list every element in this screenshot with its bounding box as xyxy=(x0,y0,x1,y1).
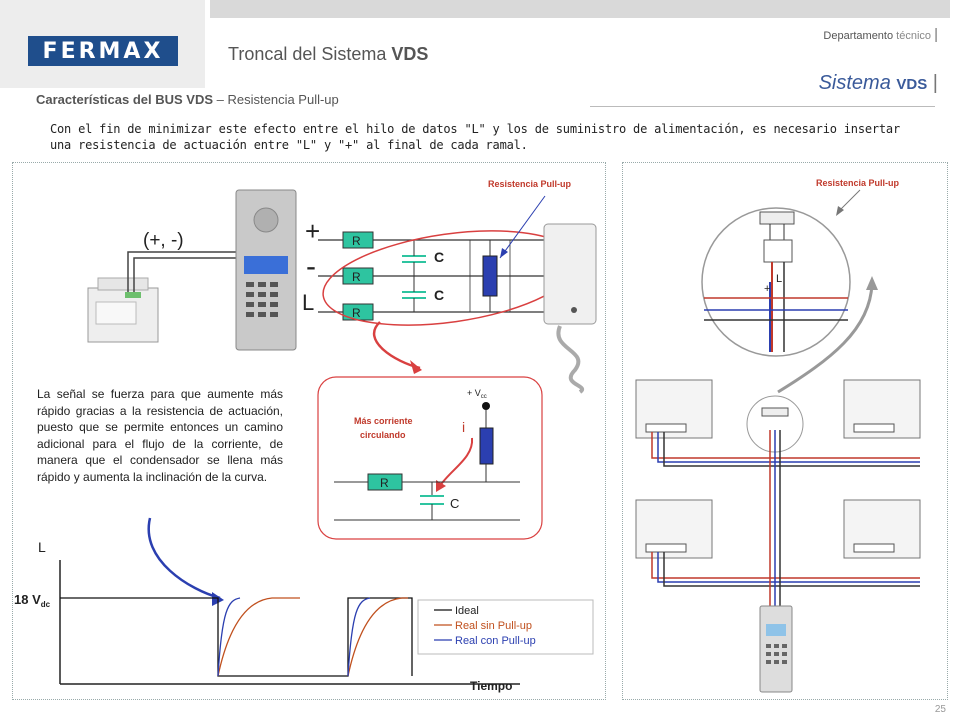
more-current-label: Más corriente xyxy=(354,416,413,426)
monitor-top-right xyxy=(843,379,921,439)
title-bold: VDS xyxy=(391,44,429,64)
resistor-1-label: R xyxy=(352,234,361,248)
bottom-door-panel xyxy=(759,605,793,693)
pullup-label-right: Resistencia Pull-up xyxy=(816,178,900,188)
plus-label: + xyxy=(305,216,320,246)
section-subtitle: Características del BUS VDS – Resistenci… xyxy=(36,92,339,107)
chart-legend xyxy=(417,599,594,655)
monitor-bottom-right xyxy=(843,499,921,559)
subtitle-rest: – Resistencia Pull-up xyxy=(213,92,339,107)
page-number: 25 xyxy=(934,704,946,715)
supply-polarity-label: (+, -) xyxy=(143,230,184,251)
zoom-circle xyxy=(701,207,851,357)
logo-text: FERMAX xyxy=(42,38,164,64)
fermax-logo: FERMAX xyxy=(28,36,178,66)
series-con-pullup xyxy=(217,597,371,677)
chart-level-label: 18 Vdc xyxy=(14,592,51,609)
detail-resistor xyxy=(367,473,403,491)
department-separator: | xyxy=(934,26,938,43)
vcc-label: + Vcc xyxy=(467,388,487,400)
left-diagram-panel xyxy=(12,162,606,700)
system-bold: VDS xyxy=(896,76,928,93)
pullup-label-left: Resistencia Pull-up xyxy=(488,179,572,189)
chart-xlabel: Tiempo xyxy=(470,679,512,693)
intro-paragraph: Con el fin de minimizar este efecto entr… xyxy=(50,122,900,152)
legend-con-pullup: Real con Pull-up xyxy=(455,635,536,647)
door-panel xyxy=(235,189,297,351)
page-title: Troncal del Sistema VDS xyxy=(228,44,428,65)
minus-label: - xyxy=(306,250,316,283)
detail-resistor-label: R xyxy=(380,476,389,490)
subtitle-bold: Características del BUS VDS xyxy=(36,92,214,107)
department-bold: Departamento xyxy=(823,30,894,42)
legend-ideal: Ideal xyxy=(455,605,479,617)
capacitor-2-label: C xyxy=(434,287,444,303)
title-prefix: Troncal del Sistema xyxy=(228,44,392,64)
chart-ylabel: L xyxy=(38,539,46,555)
resistor-1 xyxy=(342,231,374,249)
description-paragraph: La señal se fuerza para que aumente más … xyxy=(37,387,283,484)
zoom-plus-label: + xyxy=(764,283,770,295)
intercom-monitor xyxy=(543,223,597,394)
department-label: Departamento técnico | xyxy=(823,26,938,43)
power-supply xyxy=(87,277,159,343)
resistor-3-label: R xyxy=(352,306,361,320)
system-italic: Sistema xyxy=(818,72,897,94)
circulating-label: circulando xyxy=(360,430,406,440)
zoom-L-label: L xyxy=(776,273,782,285)
series-sin-pullup xyxy=(217,597,408,677)
legend-sin-pullup: Real sin Pull-up xyxy=(455,620,532,632)
monitor-bottom-left xyxy=(635,499,713,559)
current-label: i xyxy=(462,419,465,435)
department-light: técnico xyxy=(893,30,932,42)
resistor-2-label: R xyxy=(352,270,361,284)
zoom-resistor xyxy=(759,211,795,225)
right-diagram-panel xyxy=(622,162,948,700)
header-band xyxy=(210,0,950,18)
resistor-2 xyxy=(342,267,374,285)
detail-capacitor-label: C xyxy=(450,496,459,511)
system-label: Sistema VDS | xyxy=(819,72,938,95)
header-divider xyxy=(590,106,935,107)
L-label: L xyxy=(302,290,314,315)
monitor-top-left xyxy=(635,379,713,439)
system-separator: | xyxy=(932,72,938,94)
capacitor-1-label: C xyxy=(434,249,444,265)
